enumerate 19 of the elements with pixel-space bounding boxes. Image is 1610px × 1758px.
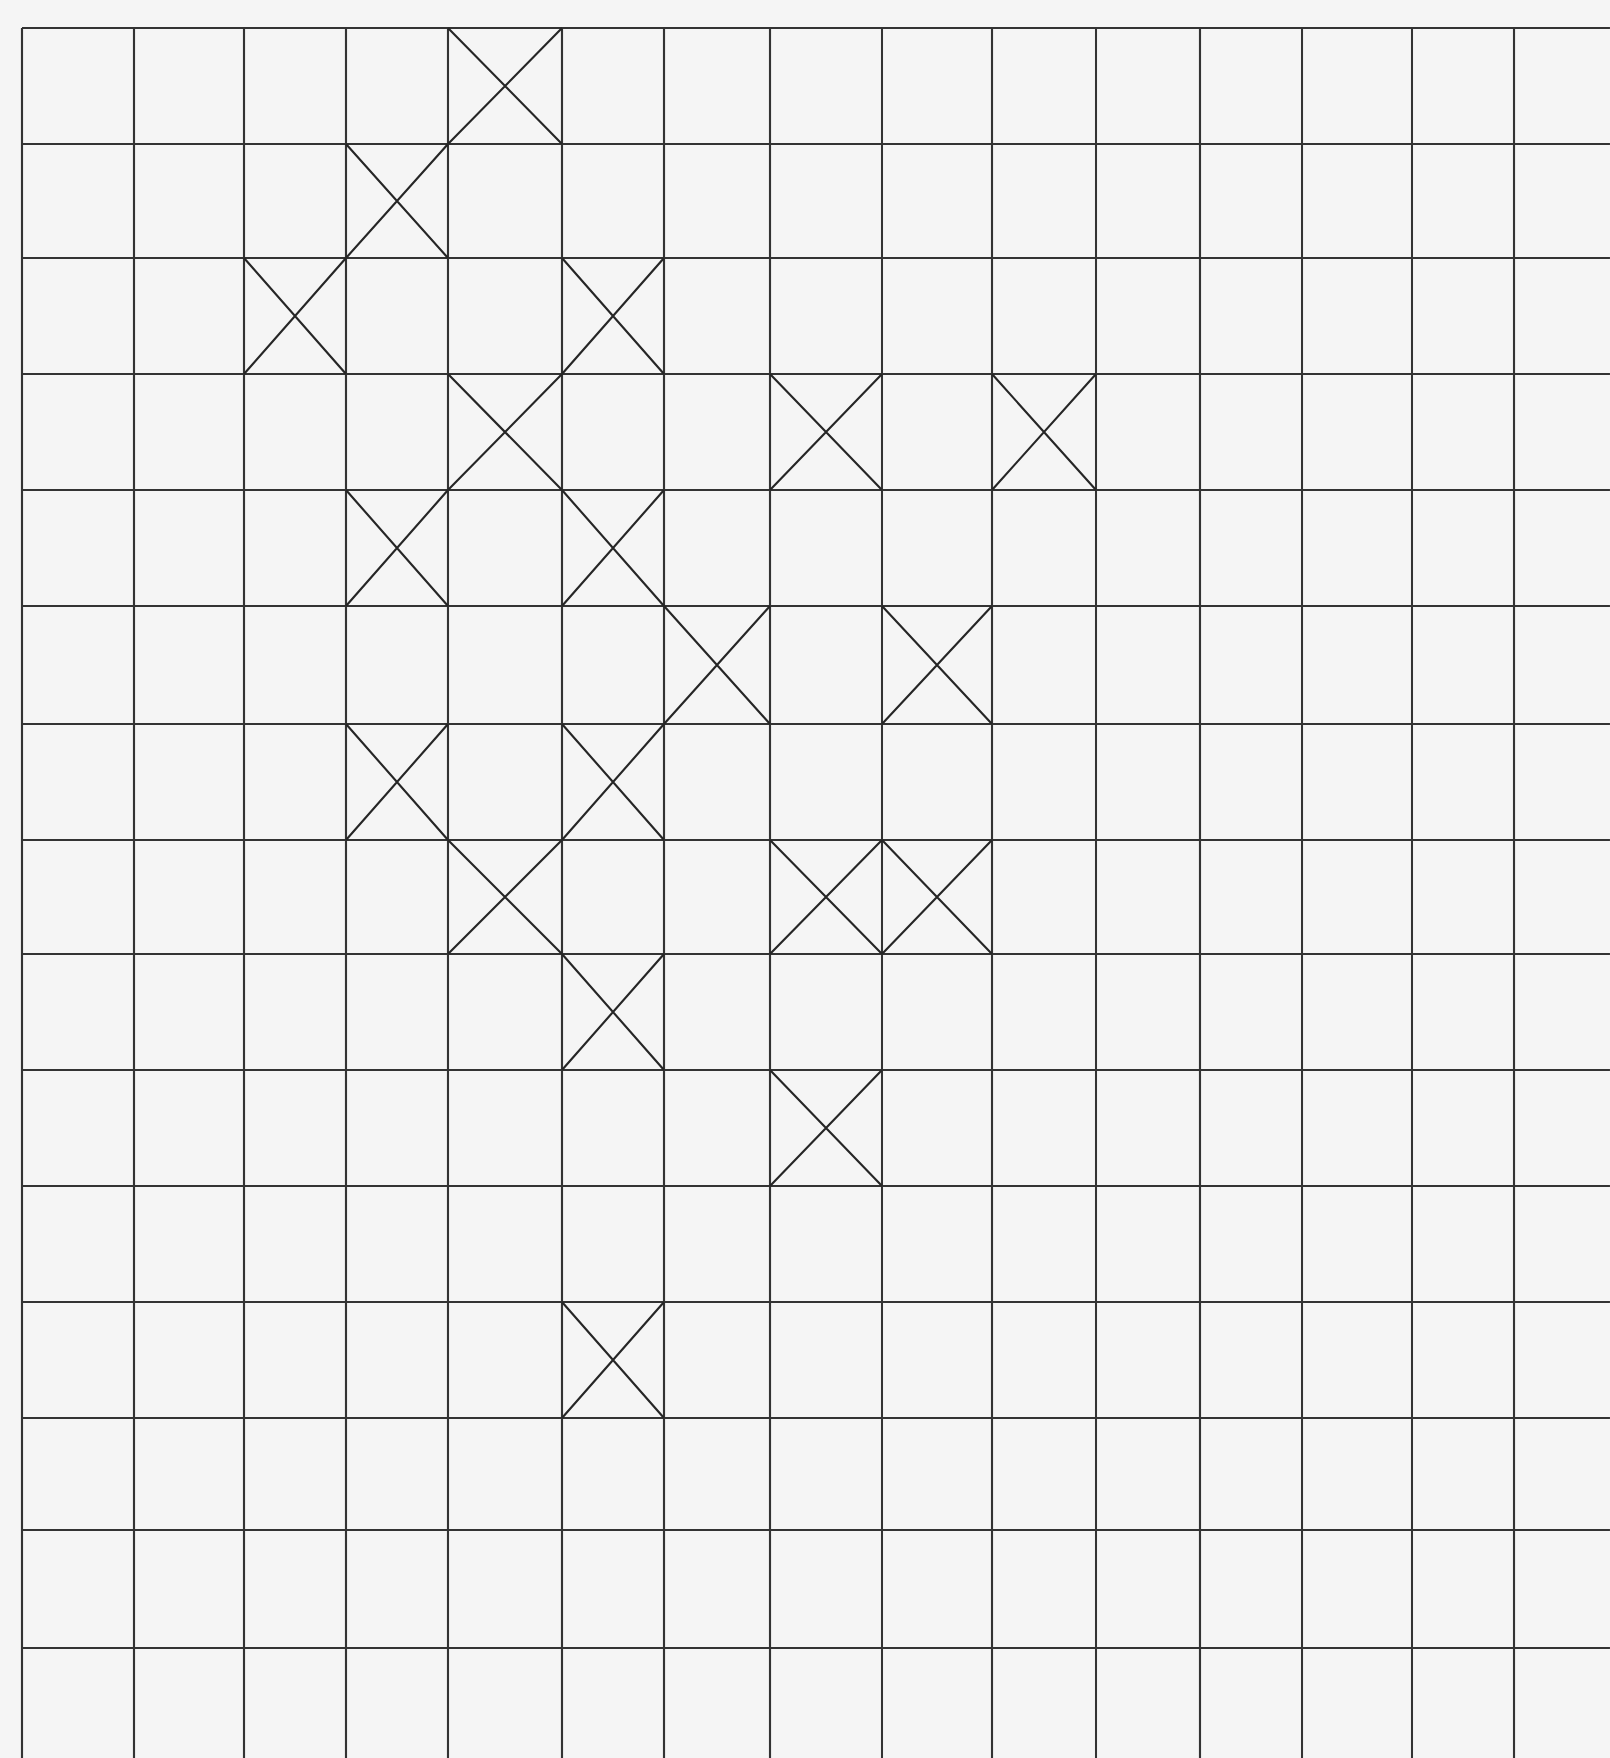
cross-mark xyxy=(446,372,564,492)
cross-mark xyxy=(560,722,666,842)
cross-mark xyxy=(446,838,564,956)
cross-mark xyxy=(344,142,450,260)
cross-mark xyxy=(880,838,994,956)
cross-mark xyxy=(560,1300,666,1420)
cross-mark xyxy=(768,372,884,492)
cross-mark xyxy=(768,1068,884,1188)
cross-mark xyxy=(560,256,666,376)
cross-mark xyxy=(242,256,348,376)
cross-mark xyxy=(990,372,1098,492)
cross-mark xyxy=(768,838,884,956)
cross-mark xyxy=(560,952,666,1072)
cross-mark xyxy=(344,722,450,842)
cross-mark xyxy=(662,604,772,726)
cross-mark xyxy=(880,604,994,726)
cross-mark xyxy=(446,26,564,146)
cross-mark xyxy=(560,488,666,608)
cross-mark xyxy=(344,488,450,608)
